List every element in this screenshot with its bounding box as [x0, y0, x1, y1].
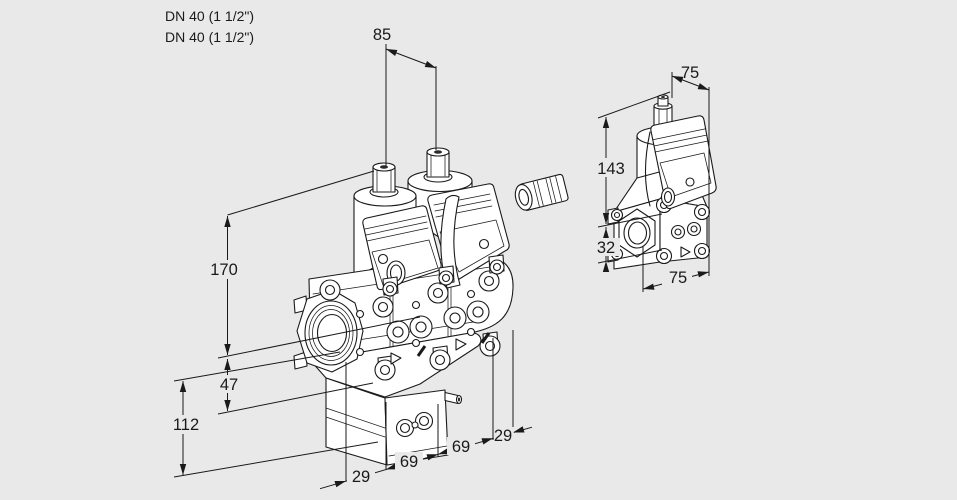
dim-axis-to-bottom: 112: [168, 351, 379, 478]
dim-side-axis-to-bottom-label: 32: [597, 239, 615, 257]
dim-side-height-label: 143: [597, 160, 625, 178]
dim-side-body-width: 75: [642, 246, 710, 292]
cover-gap-shade: [645, 131, 651, 207]
side-valve-cover: [645, 115, 717, 210]
dim-height-overall-label: 170: [210, 261, 238, 279]
dim-side-top-width: 75: [671, 64, 710, 276]
cover-screw-icon: [478, 238, 490, 250]
dimension-annotations: DN 40 (1 1/2") DN 40 (1 1/2") 85 170: [165, 8, 710, 490]
dim-side-axis-to-bottom: 32: [592, 227, 663, 272]
side-valve-illustration: [607, 94, 717, 270]
side-conduit-opening-icon: [660, 187, 676, 207]
mounting-bracket: [440, 194, 461, 289]
dim-solenoid-spacing: 85: [373, 26, 437, 166]
cable-gland-illustration: [514, 173, 569, 211]
dim-height-overall: 170: [206, 170, 421, 359]
dim-bottom-span1-label: 69: [400, 453, 418, 471]
dim-solenoid-spacing-label: 85: [373, 26, 391, 44]
dim-side-top-width-label: 75: [681, 64, 699, 82]
flow-direction-marks: [390, 332, 491, 365]
small-screws: [355, 289, 476, 357]
cover-screw-icon: [377, 253, 389, 265]
cover-screw-icon: [685, 177, 695, 187]
sight-holes: [395, 411, 434, 438]
pipe-size-label-1: DN 40 (1 1/2"): [165, 8, 254, 24]
body-bolts: [319, 270, 501, 381]
side-pressure-taps: [670, 221, 702, 240]
solenoid-cover-1: [362, 205, 442, 291]
dim-bottom-span2-label: 69: [452, 438, 470, 456]
side-flow-mark: [680, 246, 691, 258]
pipe-size-label-2: DN 40 (1 1/2"): [165, 29, 254, 45]
dim-side-height: 143: [593, 91, 671, 228]
dim-bottom-offset-right-label: 29: [494, 427, 512, 445]
dim-side-body-width-label: 75: [669, 269, 687, 287]
dim-axis-to-body-base-label: 47: [220, 376, 238, 394]
main-valve-illustration: [293, 147, 514, 466]
test-nipple: [444, 391, 463, 405]
pressure-taps: [386, 300, 490, 344]
dim-axis-to-body-base: 47: [215, 359, 374, 415]
dim-axis-to-bottom-label: 112: [173, 416, 199, 434]
top-clamps: [382, 254, 505, 297]
dim-bottom-chain: 29 69 69 29: [319, 330, 533, 490]
dim-bottom-offset-left-label: 29: [352, 468, 370, 486]
